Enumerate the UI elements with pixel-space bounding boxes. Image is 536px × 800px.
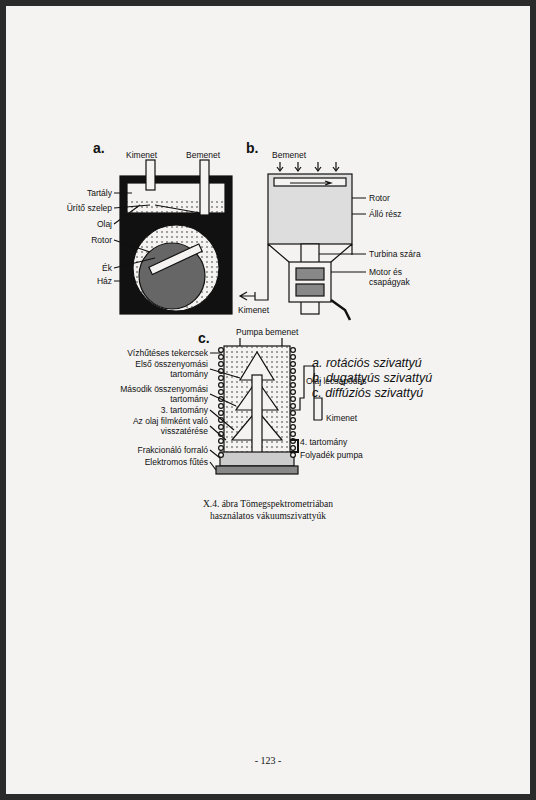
legend-text: a. rotációs szivattyú bbox=[312, 356, 452, 370]
part-label: Rotor bbox=[60, 235, 112, 245]
part-label: Turbina szára bbox=[369, 249, 439, 259]
part-label: Vízhűtéses tekercsek bbox=[108, 348, 208, 358]
part-label: Az olaj filmként való visszatérése bbox=[120, 416, 208, 436]
legend-text: c. diffúziós szivattyú bbox=[312, 386, 452, 400]
page-number: - 123 - bbox=[218, 756, 318, 766]
figure-letter: a. bbox=[93, 140, 113, 156]
part-label: Folyadék pumpa bbox=[300, 450, 370, 460]
part-label: Tartály bbox=[60, 188, 112, 198]
part-label: Ház bbox=[60, 276, 112, 286]
figure-letter: c. bbox=[198, 330, 218, 346]
part-label: Motor és csapágyak bbox=[369, 267, 419, 287]
part-label: Elektromos fűtés bbox=[108, 457, 208, 467]
legend-text: b. dugattyús szivattyú bbox=[312, 371, 452, 385]
part-label: Első összenyomási tartomány bbox=[120, 359, 208, 379]
part-label: Olaj bbox=[60, 219, 112, 229]
part-label: Bemenet bbox=[186, 150, 231, 160]
part-label: Rotor bbox=[369, 193, 429, 203]
part-label: Pumpa bemenet bbox=[236, 327, 306, 337]
part-label: Álló rész bbox=[369, 209, 429, 219]
figure-caption: X.4. ábra Tömegspektrometriában használa… bbox=[188, 498, 348, 522]
part-label: Bemenet bbox=[272, 150, 317, 160]
part-label: Kimenet bbox=[126, 150, 171, 160]
part-label: Kimenet bbox=[326, 413, 371, 423]
page: a.KimenetBemenetTartályÜrítő szelepOlajR… bbox=[6, 6, 530, 794]
part-label: Ürítő szelep bbox=[50, 203, 112, 213]
part-label: Második összenyomási tartomány bbox=[120, 384, 208, 404]
part-label: Frakcionáló forraló bbox=[108, 445, 208, 455]
part-label: Ék bbox=[60, 263, 112, 273]
part-label: Kimenet bbox=[238, 305, 283, 315]
part-label: 4. tartomány bbox=[300, 437, 360, 447]
part-label: 3. tartomány bbox=[120, 405, 208, 415]
figure-letter: b. bbox=[246, 140, 266, 156]
pump-illustration bbox=[6, 6, 530, 794]
